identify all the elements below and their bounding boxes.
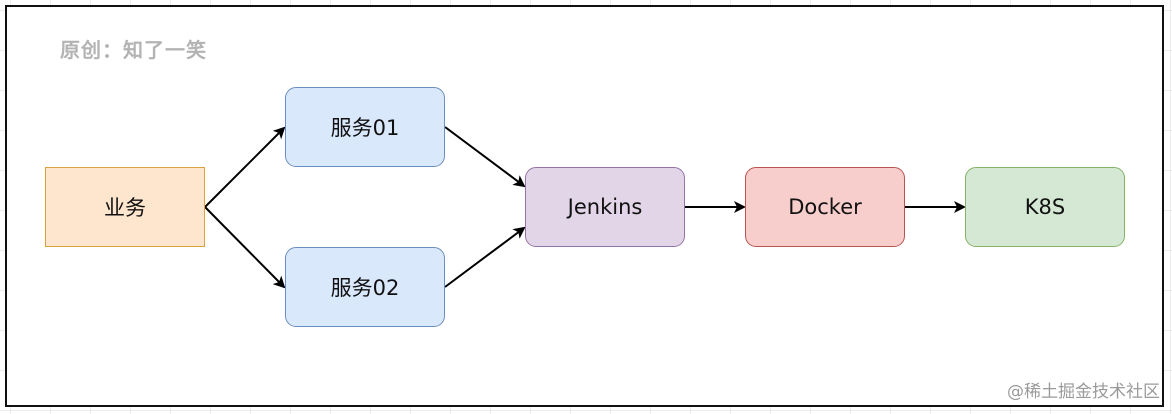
node-k8s-label: K8S (1024, 195, 1066, 219)
node-business[interactable]: 业务 (45, 167, 205, 247)
node-docker-label: Docker (788, 195, 862, 219)
edge-service01-to-jenkins (444, 126, 526, 188)
edge-service02-to-jenkins (444, 226, 526, 288)
node-docker[interactable]: Docker (745, 167, 905, 247)
node-service02[interactable]: 服务02 (285, 247, 445, 327)
node-service01-label: 服务01 (330, 116, 400, 140)
node-service01[interactable]: 服务01 (285, 87, 445, 167)
edge-business-to-service02 (204, 206, 286, 289)
watermark: @稀土掘金技术社区 (1007, 382, 1160, 402)
node-service02-label: 服务02 (330, 276, 400, 300)
node-jenkins-label: Jenkins (567, 195, 643, 219)
node-jenkins[interactable]: Jenkins (525, 167, 685, 247)
node-k8s[interactable]: K8S (965, 167, 1125, 247)
node-business-label: 业务 (104, 196, 146, 220)
author-note: 原创：知了一笑 (60, 38, 207, 62)
edge-business-to-service01 (204, 126, 286, 208)
